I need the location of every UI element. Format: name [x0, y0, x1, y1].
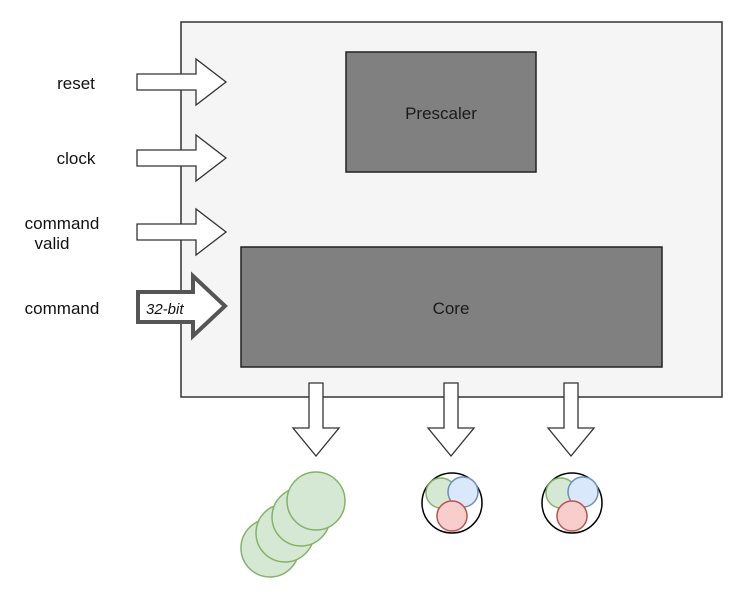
- output-arrow-2-icon: [426, 382, 476, 458]
- command-valid-arrow-icon: [136, 207, 228, 257]
- reset-arrow-icon: [136, 57, 228, 107]
- command-bus-width-label: 32-bit: [146, 301, 184, 318]
- core-block: Core: [240, 246, 663, 368]
- prescaler-label: Prescaler: [405, 104, 477, 123]
- rgb-circles-icon: [541, 472, 603, 534]
- command-valid-label-line1: command: [25, 214, 100, 233]
- reset-label: reset: [57, 74, 95, 93]
- stacked-green-circles-icon: [240, 471, 346, 578]
- prescaler-block: Prescaler: [345, 51, 537, 173]
- output-arrow-1-icon: [291, 382, 341, 458]
- command-valid-label-line2: valid: [35, 234, 70, 253]
- command-label: command: [25, 299, 100, 318]
- rgb-circles-icon: [421, 472, 483, 534]
- output-arrow-3-icon: [546, 382, 596, 458]
- clock-label: clock: [57, 149, 96, 168]
- clock-arrow-icon: [136, 133, 228, 183]
- command-bus-arrow-icon: [136, 271, 228, 341]
- core-label: Core: [433, 299, 470, 318]
